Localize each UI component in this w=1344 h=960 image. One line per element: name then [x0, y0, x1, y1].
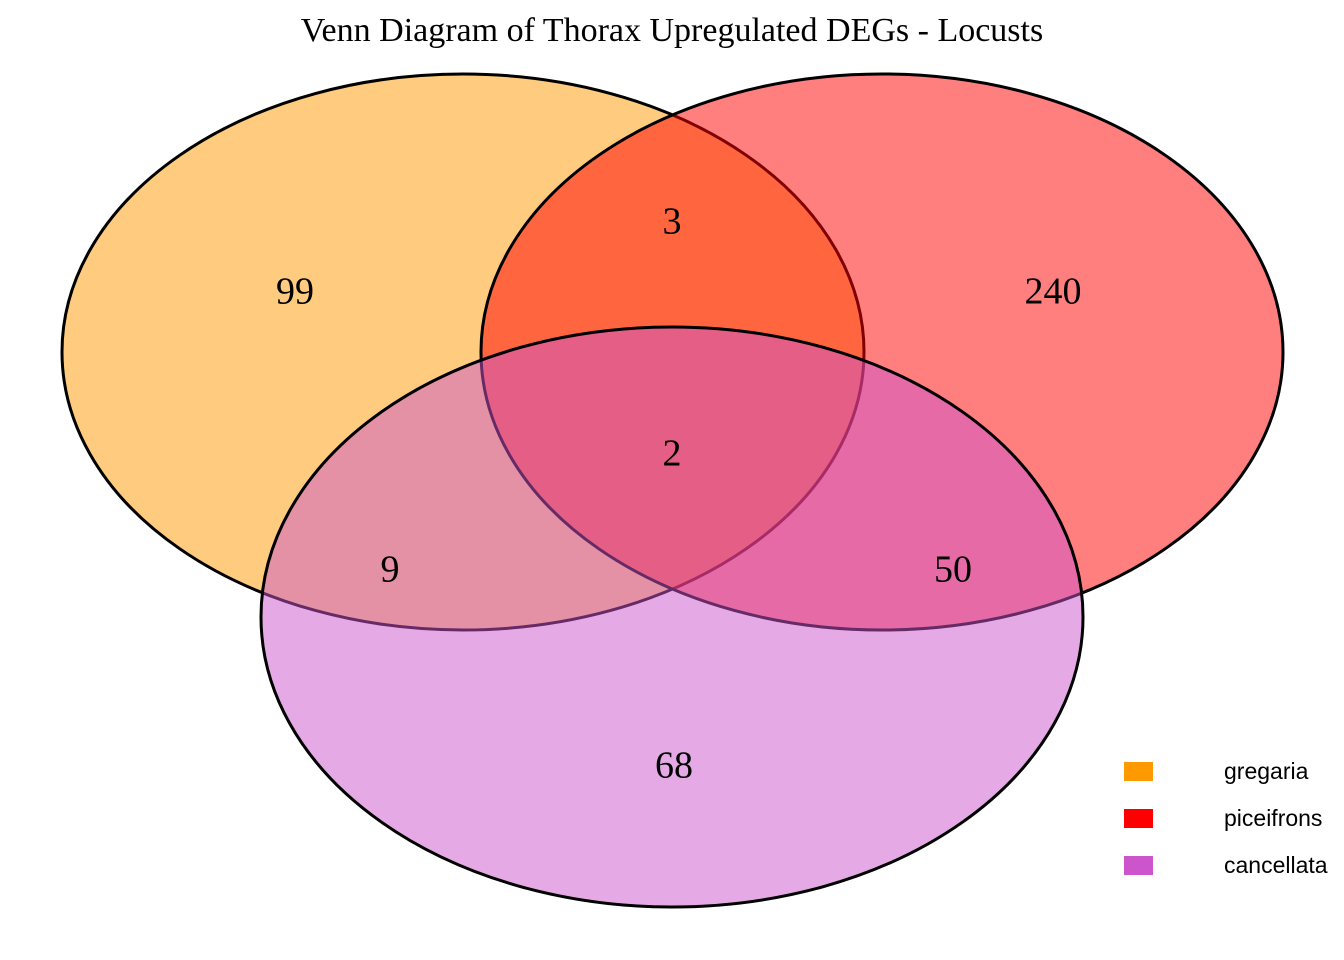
legend-item-gregaria[interactable]: gregaria — [1124, 748, 1336, 795]
venn-ellipse-cancellata[interactable] — [259, 325, 1085, 909]
legend-swatch-cancellata — [1124, 856, 1153, 875]
venn-count-gregaria-piceifrons: 3 — [663, 201, 682, 243]
legend-label-piceifrons: piceifrons — [1224, 805, 1323, 831]
page-title: Venn Diagram of Thorax Upregulated DEGs … — [300, 12, 1044, 49]
venn-count-cancellata-only: 68 — [655, 745, 693, 787]
legend-swatch-piceifrons — [1124, 809, 1153, 828]
venn-count-gregaria-cancellata: 9 — [381, 549, 400, 591]
legend-swatch-gregaria — [1124, 762, 1153, 781]
legend-item-piceifrons[interactable]: piceifrons — [1124, 795, 1336, 842]
legend-label-gregaria: gregaria — [1224, 758, 1309, 784]
venn-count-piceifrons-cancellata: 50 — [934, 549, 972, 591]
venn-count-gregaria-only: 99 — [276, 271, 314, 313]
legend-item-cancellata[interactable]: cancellata — [1124, 842, 1336, 889]
legend-label-cancellata: cancellata — [1224, 852, 1328, 878]
venn-count-piceifrons-only: 240 — [1025, 271, 1082, 313]
venn-count-all-three: 2 — [663, 433, 682, 475]
legend: gregaria piceifrons cancellata — [1124, 748, 1336, 889]
